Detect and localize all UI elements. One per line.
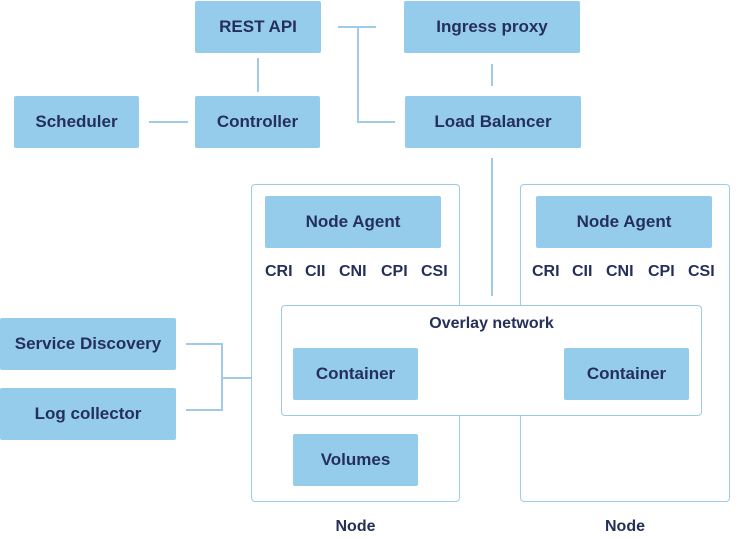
load-balancer-box[interactable]: Load Balancer xyxy=(405,96,581,148)
interface-label-cii: CII xyxy=(305,263,326,280)
node-label: Node xyxy=(605,518,645,535)
interface-label-cpi: CPI xyxy=(381,263,408,280)
ingress-proxy-box[interactable]: Ingress proxy xyxy=(404,1,580,53)
interface-label-cri: CRI xyxy=(532,263,560,280)
scheduler-box[interactable]: Scheduler xyxy=(14,96,139,148)
interface-label-cii: CII xyxy=(572,263,593,280)
overlay-network-label: Overlay network xyxy=(429,315,554,332)
container-box[interactable]: Container xyxy=(293,348,418,400)
interface-label-cpi: CPI xyxy=(648,263,675,280)
servicediscovery-bracket xyxy=(186,343,223,411)
interface-label-cri: CRI xyxy=(265,263,293,280)
rest-api-box[interactable]: REST API xyxy=(195,1,321,53)
controller-box[interactable]: Controller xyxy=(195,96,320,148)
interface-label-cni: CNI xyxy=(339,263,367,280)
container-box[interactable]: Container xyxy=(564,348,689,400)
node-agent-box[interactable]: Node Agent xyxy=(265,196,441,248)
interface-label-csi: CSI xyxy=(688,263,715,280)
loadbalancer-feed-line xyxy=(357,27,395,123)
interface-label-cni: CNI xyxy=(606,263,634,280)
volumes-box[interactable]: Volumes xyxy=(293,434,418,486)
log-collector-box[interactable]: Log collector xyxy=(0,388,176,440)
interface-label-csi: CSI xyxy=(421,263,448,280)
node-agent-box[interactable]: Node Agent xyxy=(536,196,712,248)
node-label: Node xyxy=(335,518,376,535)
service-discovery-box[interactable]: Service Discovery xyxy=(0,318,176,370)
